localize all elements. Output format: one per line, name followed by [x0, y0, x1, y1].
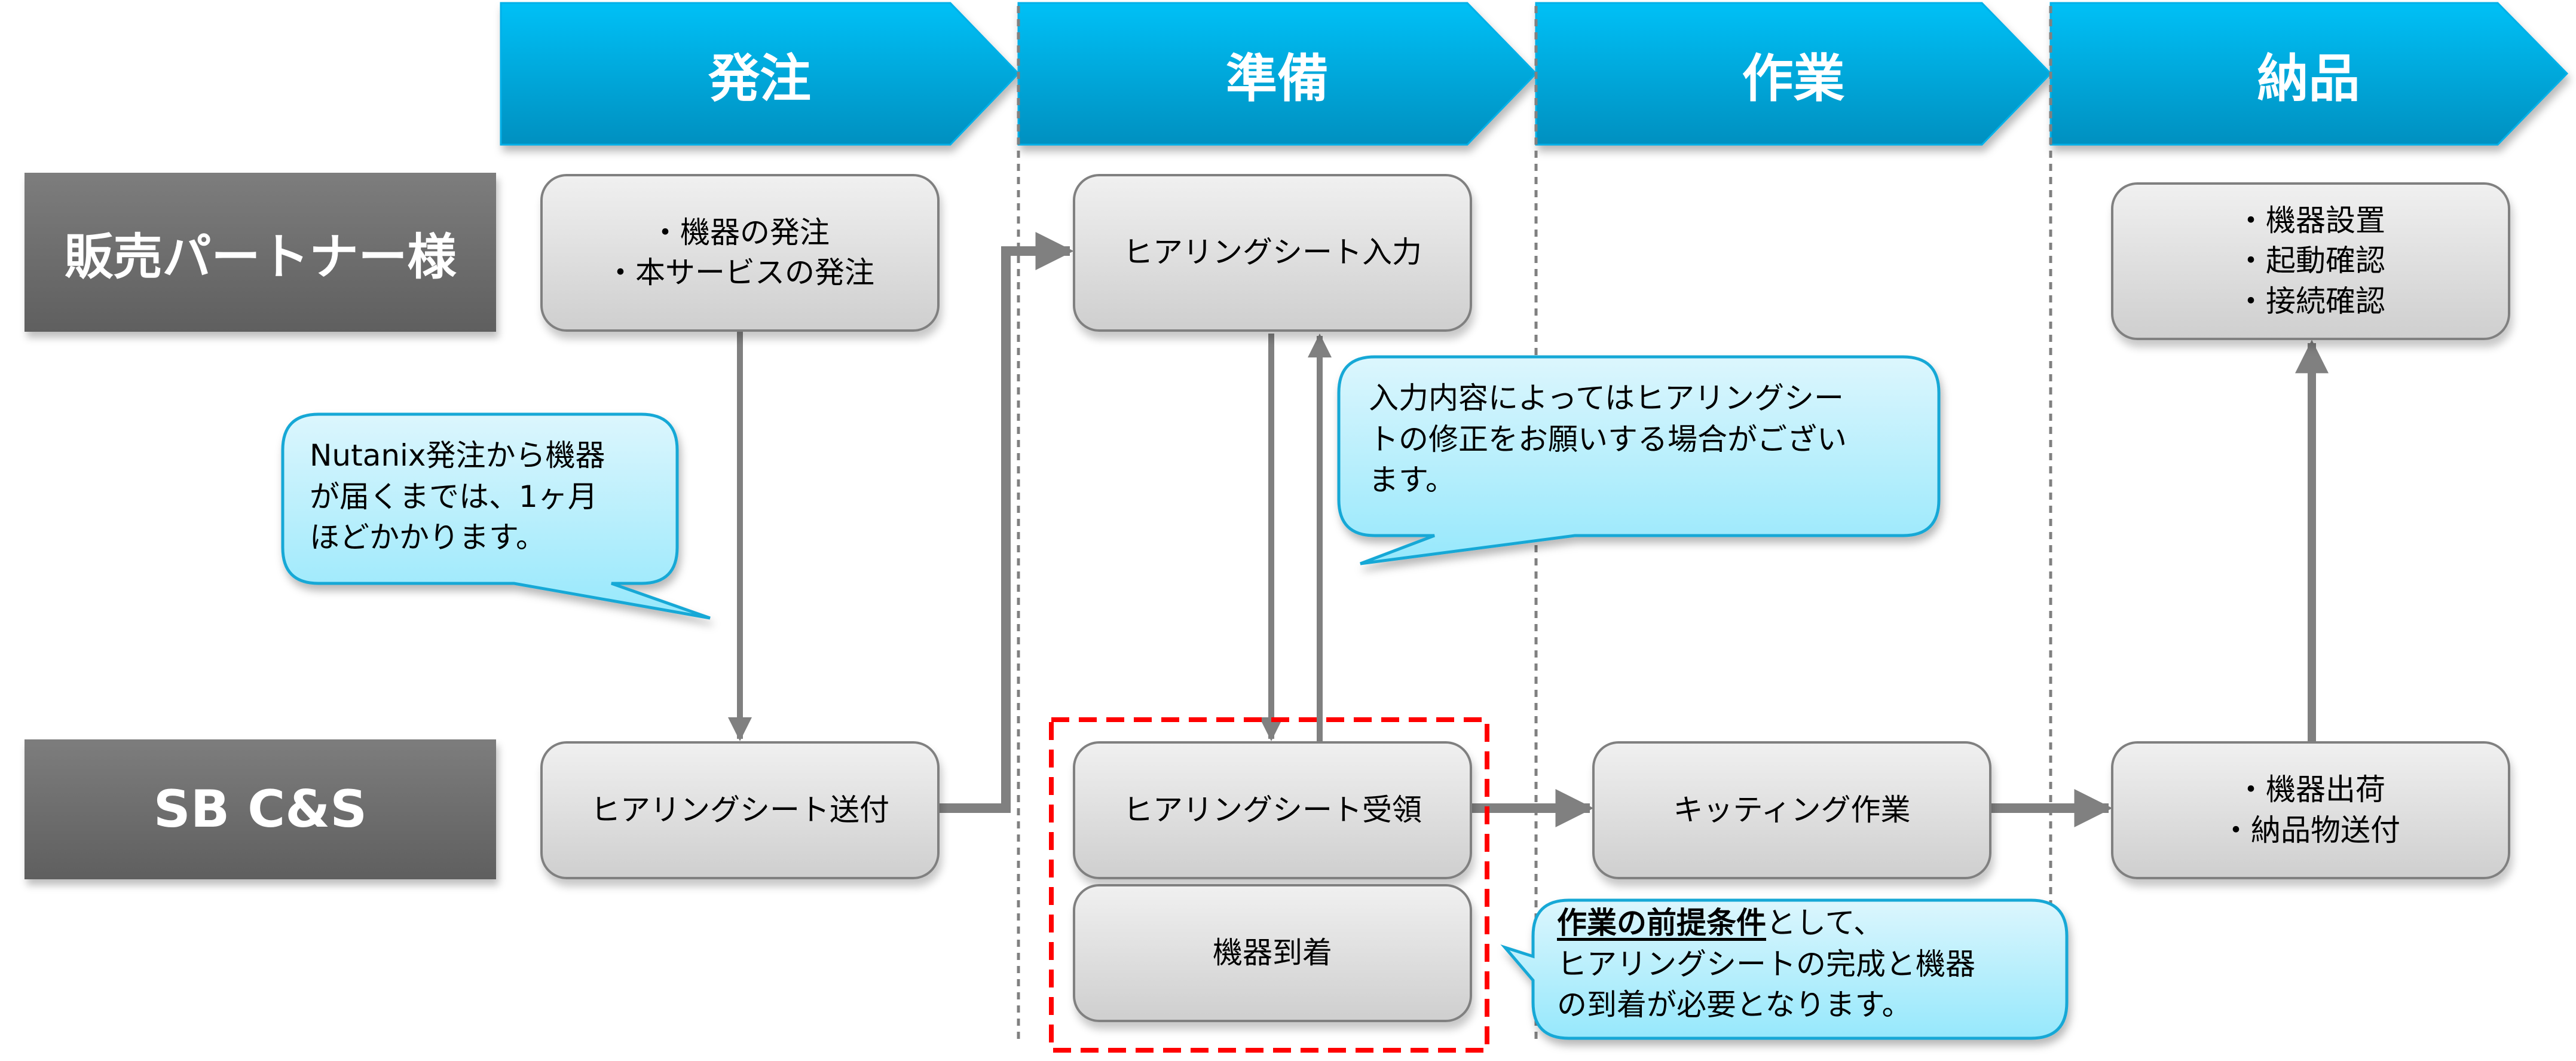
arrow-send-to-input — [940, 232, 1074, 813]
phase-work-label: 作業 — [1742, 49, 1845, 109]
node-order: ・機器の発注 ・本サービスの発注 — [540, 174, 940, 332]
callout-revision-shape — [1337, 355, 1941, 565]
node-ship: ・機器出荷 ・納品物送付 — [2111, 741, 2510, 879]
callout-lead-time-line: Nutanix発注から機器 — [310, 438, 605, 473]
callout-revision-line: 入力内容によってはヒアリングシー — [1369, 381, 1844, 415]
callout-revision-line: トの修正をお願いする場合がござい — [1369, 421, 1847, 457]
node-device-arrival-label: 機器到着 — [1213, 935, 1332, 970]
node-hearing-receive-label: ヒアリングシート受領 — [1123, 792, 1422, 827]
lane-partner: 販売パートナー様 — [25, 173, 496, 332]
node-ship-line: ・納品物送付 — [2221, 812, 2400, 848]
node-install: ・機器設置 ・起動確認 ・接続確認 — [2111, 182, 2510, 340]
callout-revision: 入力内容によってはヒアリングシー トの修正をお願いする場合がござい ます。 — [1369, 378, 1847, 501]
callout-lead-time-shape — [281, 412, 711, 620]
callout-lead-time-line: ほどかかります。 — [310, 520, 546, 555]
node-kitting-label: キッティング作業 — [1673, 792, 1911, 827]
callout-precondition-line1: 作業の前提条件として、 — [1557, 903, 1975, 944]
callout-precondition-emphasis: 作業の前提条件 — [1557, 906, 1766, 940]
node-hearing-send: ヒアリングシート送付 — [540, 741, 940, 879]
callout-lead-time-line: が届くまでは、1ヶ月 — [310, 479, 598, 514]
lane-sbcs-label: SB C&S — [153, 779, 368, 839]
node-order-line: ・機器の発注 — [650, 215, 830, 250]
callout-precondition-line3: の到着が必要となります。 — [1557, 987, 1912, 1022]
callout-lead-time: Nutanix発注から機器 が届くまでは、1ヶ月 ほどかかります。 — [310, 435, 605, 558]
node-hearing-send-label: ヒアリングシート送付 — [591, 792, 889, 827]
node-ship-line: ・機器出荷 — [2236, 772, 2385, 807]
phase-order-label: 発注 — [708, 49, 811, 109]
node-kitting: キッティング作業 — [1592, 741, 1991, 879]
node-install-line: ・接続確認 — [2236, 283, 2385, 319]
node-hearing-input-label: ヒアリングシート入力 — [1123, 235, 1422, 270]
phase-deliver-label: 納品 — [2257, 49, 2360, 109]
phase-prep-label: 準備 — [1226, 49, 1329, 109]
callout-revision-line: ます。 — [1369, 463, 1455, 497]
node-hearing-receive: ヒアリングシート受領 — [1073, 741, 1472, 879]
lane-sbcs: SB C&S — [25, 739, 496, 879]
lane-partner-label: 販売パートナー様 — [64, 228, 457, 286]
callout-precondition-rest: として、 — [1766, 906, 1883, 940]
node-order-line: ・本サービスの発注 — [605, 255, 874, 290]
phase-chevron-order — [500, 2, 1020, 146]
node-hearing-input: ヒアリングシート入力 — [1073, 174, 1472, 332]
callout-precondition-shape — [1500, 898, 2069, 1040]
node-install-line: ・機器設置 — [2236, 203, 2385, 238]
node-install-line: ・起動確認 — [2236, 243, 2385, 279]
callout-precondition-line2: ヒアリングシートの完成と機器 — [1557, 946, 1975, 981]
phase-chevron-prep — [1017, 2, 1538, 146]
phase-chevron-deliver — [2049, 2, 2569, 146]
phase-chevron-work — [1535, 2, 2052, 146]
node-device-arrival: 機器到着 — [1073, 884, 1472, 1022]
callout-precondition: 作業の前提条件として、 ヒアリングシートの完成と機器 の到着が必要となります。 — [1557, 903, 1975, 1026]
